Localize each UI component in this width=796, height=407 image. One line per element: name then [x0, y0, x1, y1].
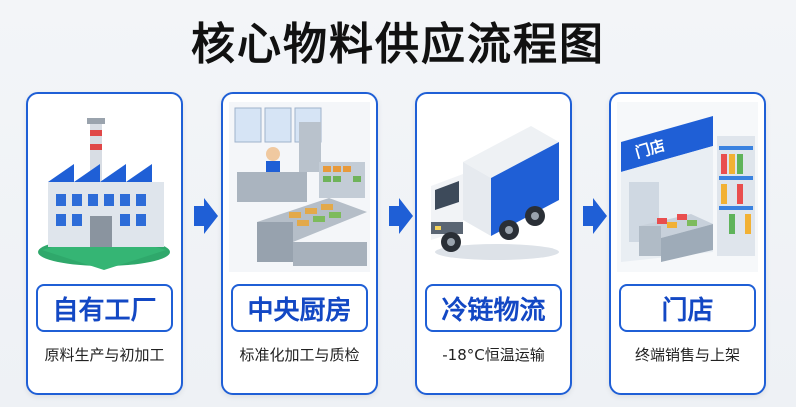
step-label: 冷链物流	[425, 284, 562, 332]
step-card-cold-chain: 冷链物流 -18°C恒温运输	[415, 92, 572, 395]
store-illustration: 门店	[617, 102, 758, 272]
arrow-right-icon	[194, 198, 218, 234]
truck-illustration	[431, 126, 559, 260]
step-description: -18°C恒温运输	[442, 346, 545, 364]
arrow-right-icon	[389, 198, 413, 234]
step-card-store: 门店 门店 终端销售与上架	[609, 92, 766, 395]
step-description: 标准化加工与质检	[239, 346, 360, 364]
step-label: 中央厨房	[231, 284, 368, 332]
step-description: 原料生产与初加工	[44, 346, 165, 364]
step-description: 终端销售与上架	[634, 346, 740, 364]
kitchen-illustration	[229, 102, 370, 272]
arrow-right-icon	[583, 198, 607, 234]
step-label: 门店	[619, 284, 756, 332]
factory-illustration	[38, 118, 170, 270]
step-card-factory: 自有工厂 原料生产与初加工	[26, 92, 183, 395]
page-title: 核心物料供应流程图	[191, 19, 605, 70]
step-label: 自有工厂	[36, 284, 173, 332]
step-card-central-kitchen: 中央厨房 标准化加工与质检	[221, 92, 378, 395]
